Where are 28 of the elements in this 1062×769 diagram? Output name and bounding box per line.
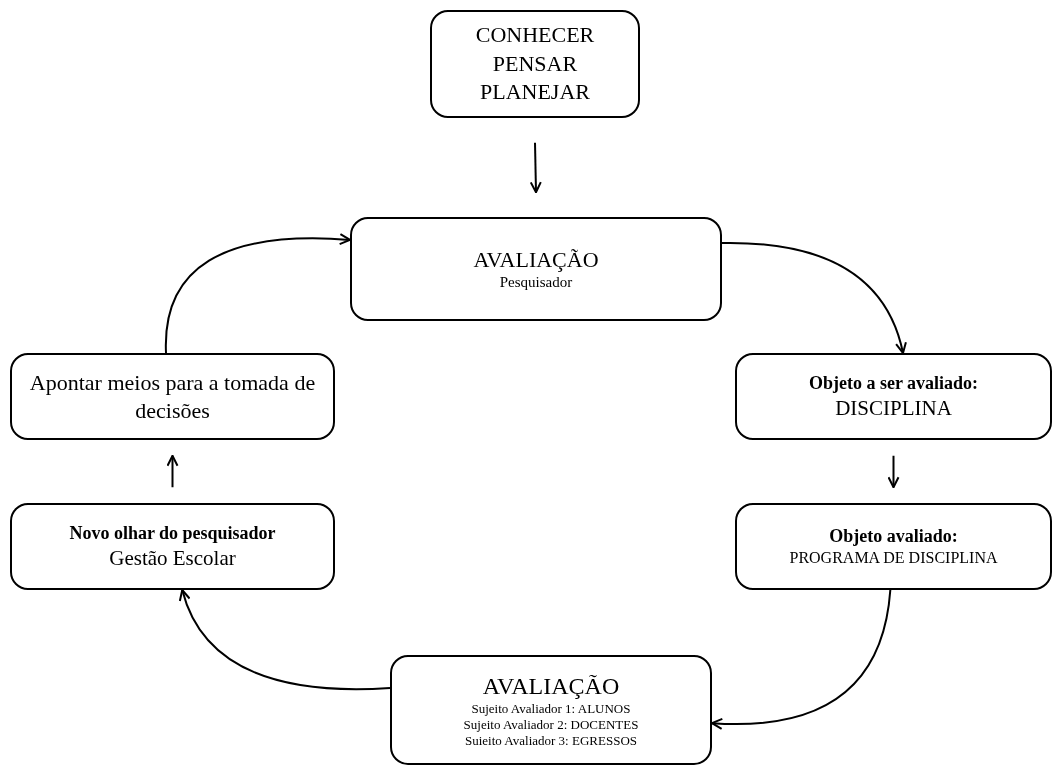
node-text: CONHECER PENSAR PLANEJAR xyxy=(474,21,596,107)
node-subtitle: Pesquisador xyxy=(499,273,573,293)
node-subtitle: PROGRAMA DE DISCIPLINA xyxy=(789,547,998,568)
node-text: Apontar meios para a tomada de decisões xyxy=(28,369,317,424)
node-subtitle: DISCIPLINA xyxy=(835,394,952,421)
rounded-box xyxy=(10,503,335,590)
rounded-box xyxy=(10,353,335,440)
rounded-box xyxy=(430,10,640,118)
rounded-box xyxy=(390,655,712,765)
arrow xyxy=(721,242,907,354)
rounded-box xyxy=(735,353,1052,440)
node-title: Novo olhar do pesquisador xyxy=(69,522,276,545)
node-title: AVALIAÇÃO xyxy=(473,245,599,274)
node-title: Objeto a ser avaliado: xyxy=(808,372,979,395)
list-item: Sujeito Avaliador 2: DOCENTES xyxy=(463,716,639,734)
node-title: AVALIAÇÃO xyxy=(482,671,620,701)
arrow xyxy=(165,233,351,354)
node-subtitle: Gestão Escolar xyxy=(109,544,236,571)
arrow xyxy=(166,454,179,489)
node-title: Objeto avaliado: xyxy=(829,525,958,548)
rounded-box xyxy=(350,217,722,321)
arrow xyxy=(711,589,892,730)
arrow xyxy=(529,141,542,194)
arrow xyxy=(887,454,900,489)
list-item: Suieito Avaliador 3: EGRESSOS xyxy=(465,733,637,750)
list-item: Sujeito Avaliador 1: ALUNOS xyxy=(471,700,631,717)
arrow xyxy=(179,589,391,691)
rounded-box xyxy=(735,503,1052,590)
